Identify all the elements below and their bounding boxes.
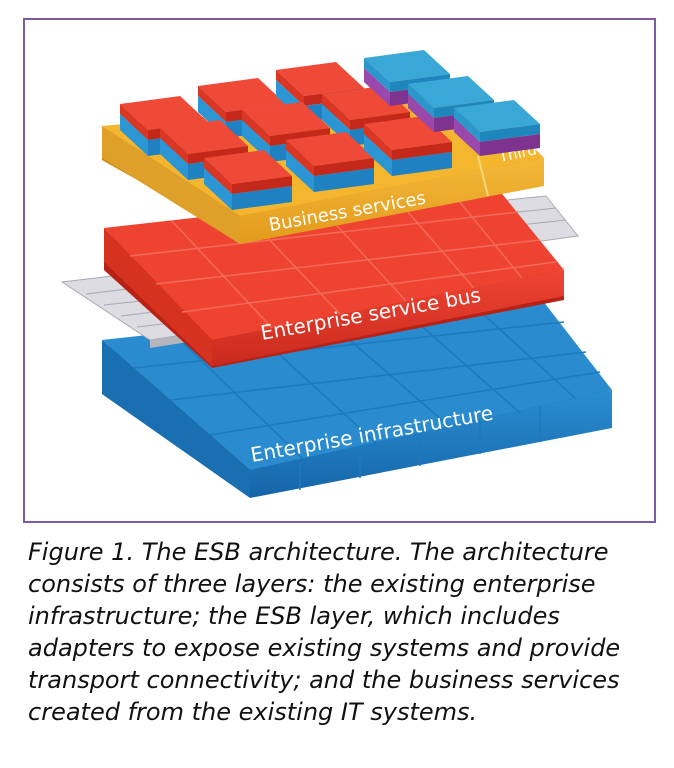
enterprise-service-bus-layer: Enterprise service bus [104, 184, 564, 368]
service-tiles [120, 62, 452, 210]
figure-caption: Figure 1. The ESB architecture. The arch… [28, 538, 621, 726]
service-tile [160, 120, 248, 180]
service-tile [286, 132, 374, 192]
third-party-tiles [364, 50, 540, 156]
service-tile [204, 150, 292, 210]
esb-architecture-diagram: Enterprise infrastructure [60, 50, 612, 498]
third-party-tile [454, 100, 540, 156]
